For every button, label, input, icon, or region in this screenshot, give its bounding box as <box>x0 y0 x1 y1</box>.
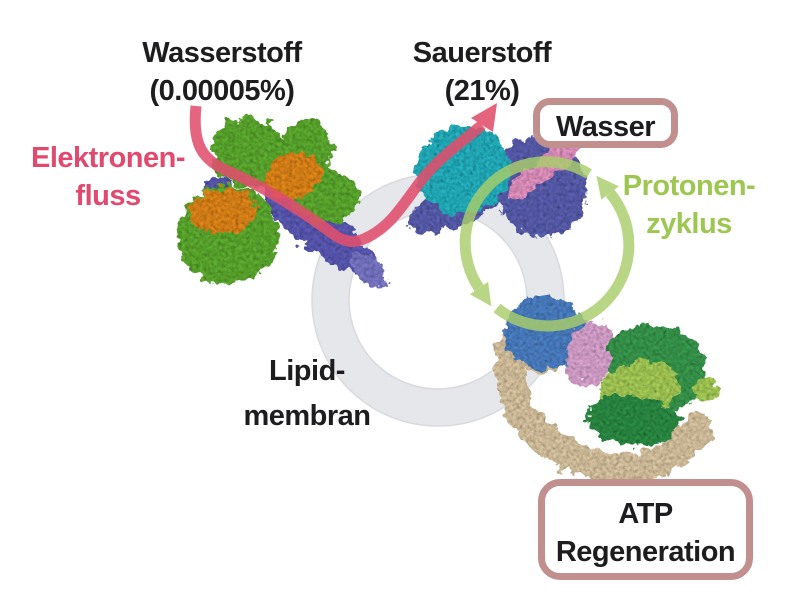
proton-cycle-label-line1: Protonen- <box>622 170 756 202</box>
protein-lobe-lightgreen <box>692 379 720 401</box>
electron-flow-label-line2: fluss <box>75 180 141 212</box>
proton-cycle-label-line2: zyklus <box>646 208 732 240</box>
electron-flow-arrowhead <box>471 103 497 132</box>
hydrogen-label-line1: Wasserstoff <box>142 37 302 69</box>
electron-flow-arrow <box>189 103 497 247</box>
atp-box-line1: ATP <box>618 498 673 530</box>
protein-lobe-deepgreen <box>586 394 680 446</box>
protein-complex-atp <box>495 295 720 484</box>
atp-regeneration-box: ATP Regeneration <box>538 479 753 580</box>
water-box: Wasser <box>533 98 678 148</box>
protein-lobe-orange <box>264 152 322 200</box>
proton-cycle-arrowhead-down <box>469 281 492 307</box>
protein-lobe-pink <box>508 163 554 199</box>
atp-box-line2: Regeneration <box>555 536 736 568</box>
proton-cycle-arrow <box>459 156 635 332</box>
proton-cycle-arc-right <box>493 189 635 332</box>
water-box-label: Wasser <box>555 111 656 143</box>
electron-flow-path <box>189 105 486 247</box>
lipid-membrane-label-line1: Lipid- <box>269 355 345 387</box>
proton-cycle-label: Protonen- zyklus <box>622 167 756 243</box>
protein-lobe-orange <box>189 188 257 234</box>
lipid-membrane-label: Lipid- membran <box>243 349 371 439</box>
oxygen-label: Sauerstoff (21%) <box>412 34 552 110</box>
oxygen-label-line1: Sauerstoff <box>412 37 552 69</box>
oxygen-label-line2: (21%) <box>444 75 520 107</box>
protein-lobe-tan-crescent <box>495 327 714 484</box>
electron-flow-label: Elektronen- fluss <box>30 139 186 215</box>
lipid-membrane-label-line2: membran <box>243 400 371 432</box>
hydrogen-label-line2: (0.00005%) <box>149 75 295 107</box>
proton-cycle-arrowhead-up <box>596 175 619 200</box>
protein-lobe-blue <box>505 295 585 371</box>
hydrogen-label: Wasserstoff (0.00005%) <box>142 34 302 110</box>
proton-cycle-arc-left <box>459 156 592 292</box>
protein-lobe-rose <box>566 320 616 386</box>
electron-flow-label-line1: Elektronen- <box>30 142 186 174</box>
protein-lobe-purple-rod-tip <box>348 251 388 289</box>
